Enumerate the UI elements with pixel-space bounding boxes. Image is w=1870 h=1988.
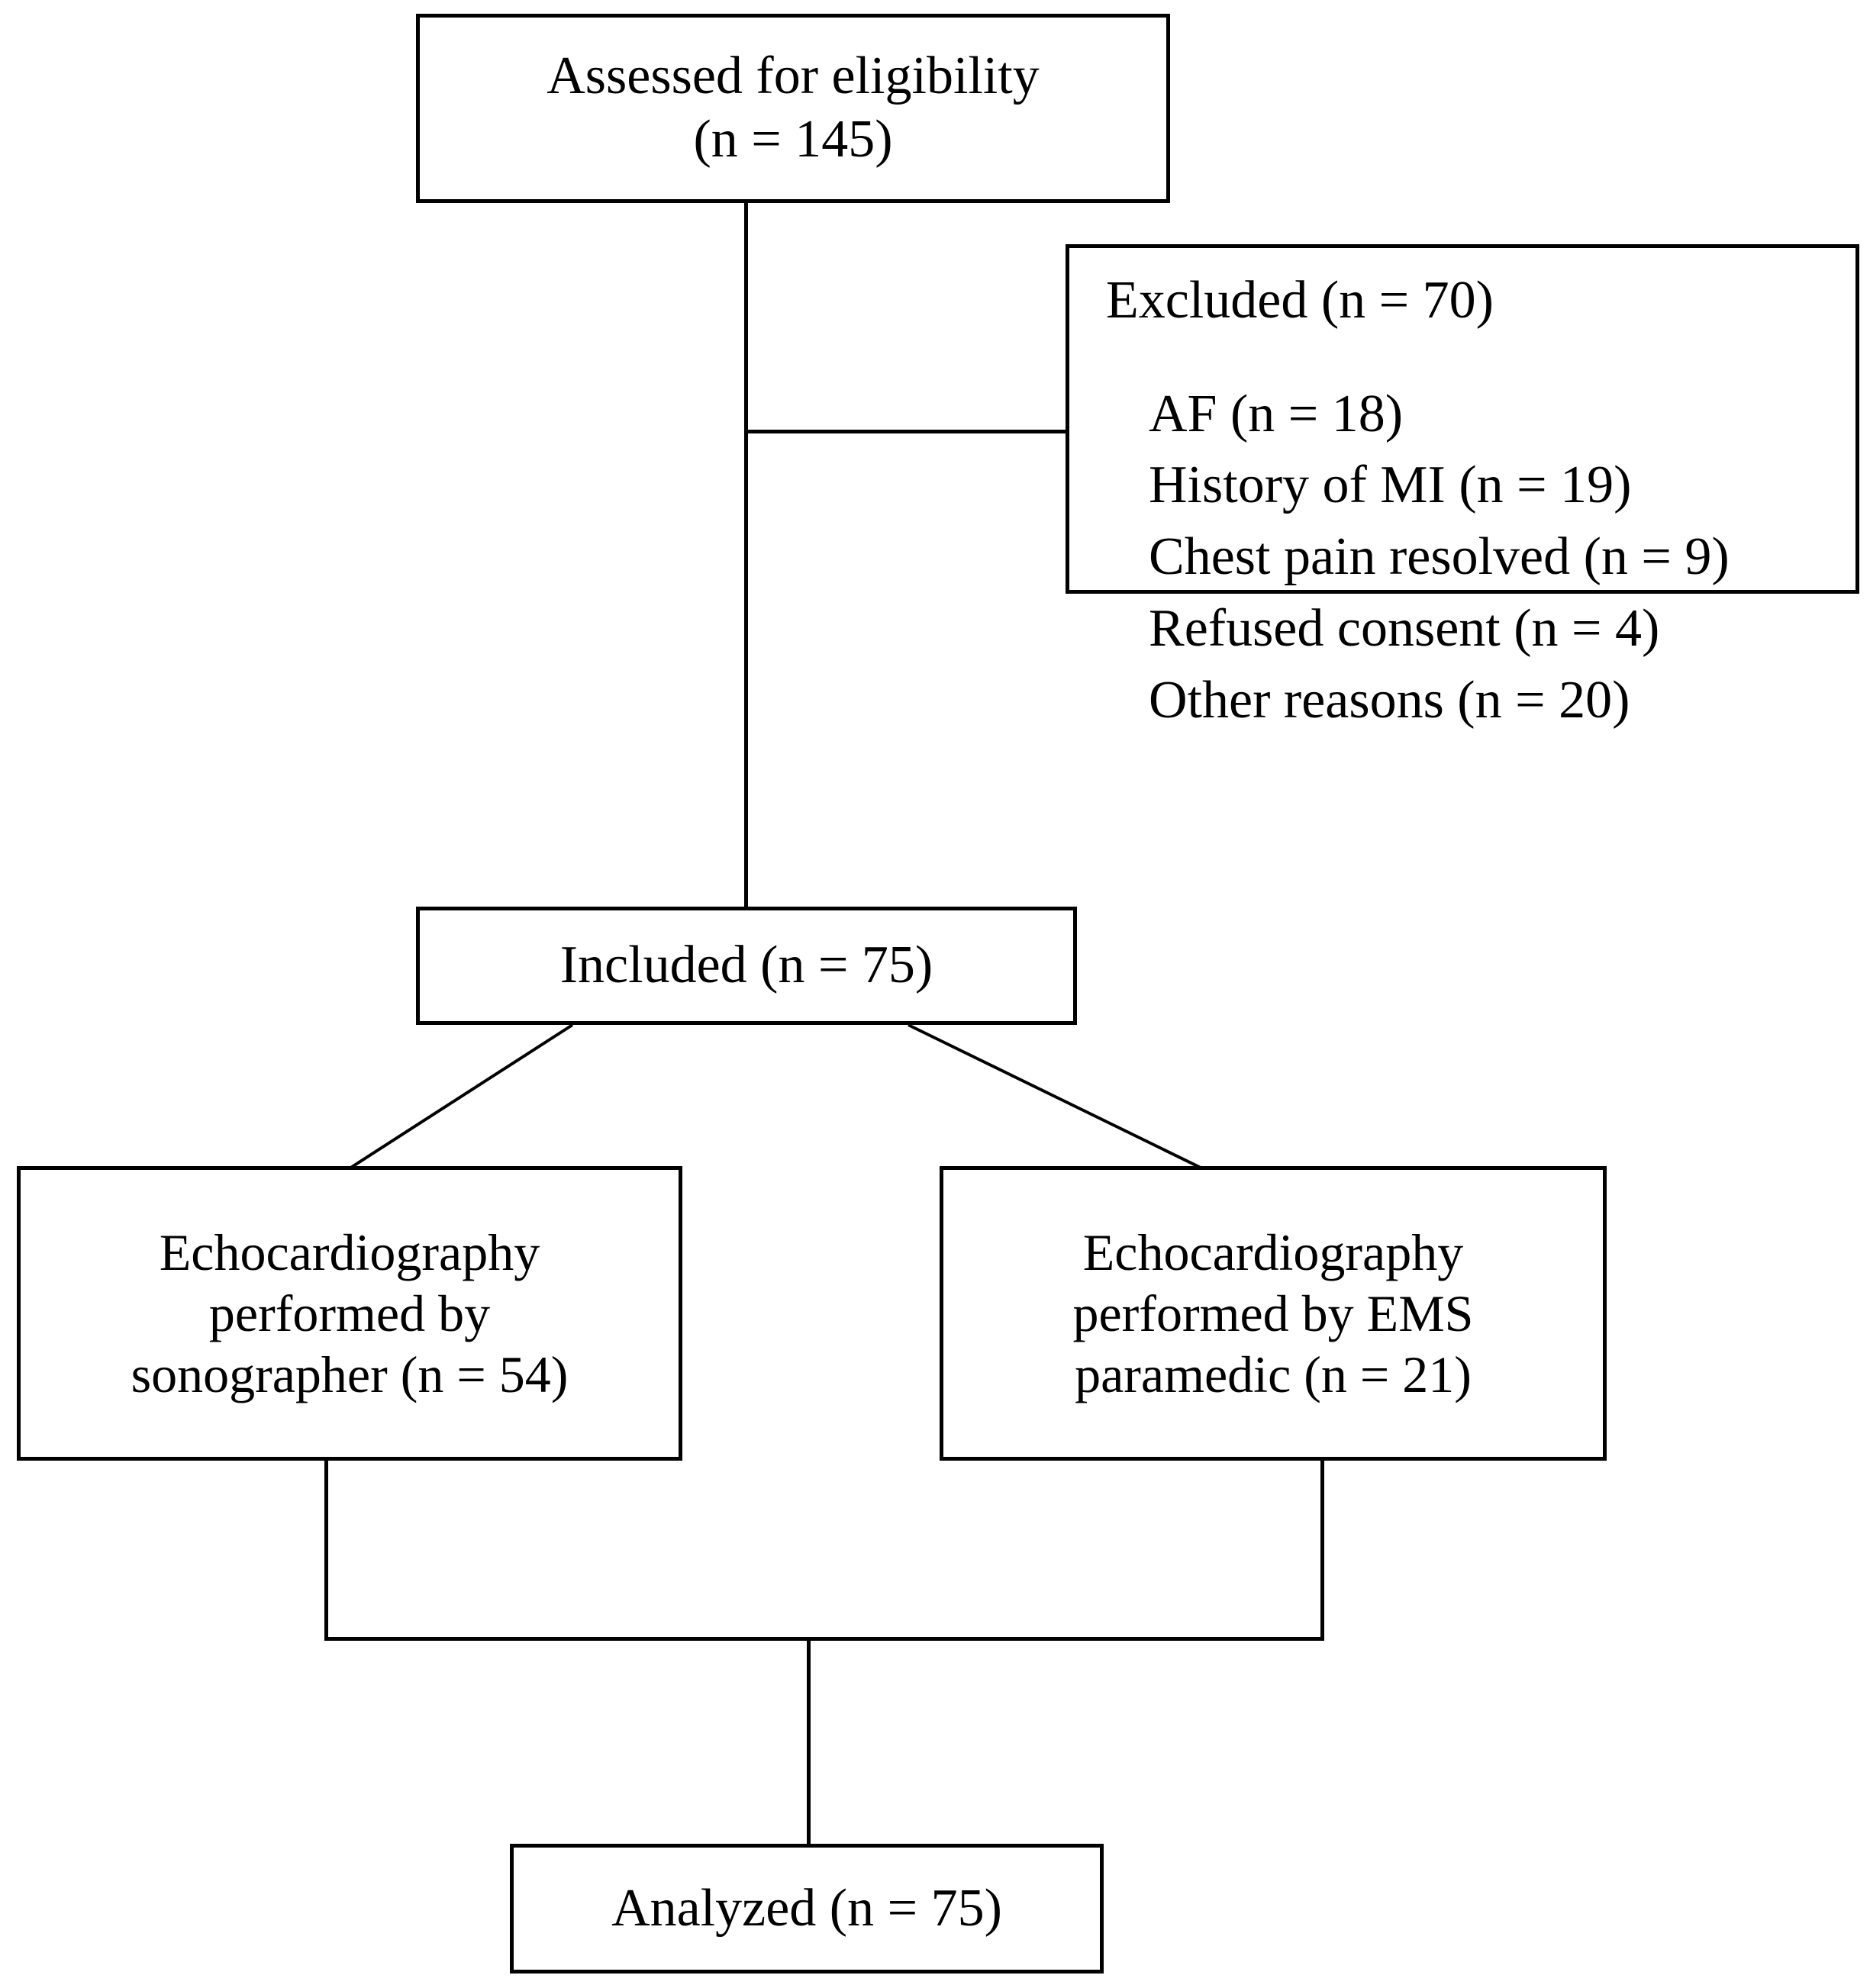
connector-assessed-to-included	[744, 201, 748, 909]
connector-trunk-to-excluded	[744, 430, 1068, 433]
node-assessed-label: Assessed for eligibility (n = 145)	[546, 47, 1040, 169]
connector-included-to-sonographer	[348, 1023, 574, 1170]
excluded-reason-item: History of MI (n = 19)	[1149, 456, 1632, 515]
node-assessed-for-eligibility: Assessed for eligibility (n = 145)	[416, 14, 1170, 203]
connector-merge-to-analyzed	[807, 1637, 811, 1846]
excluded-reason-list: AF (n = 18) History of MI (n = 19) Chest…	[1106, 379, 1855, 736]
connector-sonographer-drop	[324, 1458, 328, 1640]
connector-paramedic-drop	[1320, 1458, 1324, 1640]
node-echo-paramedic-label: Echocardiography performed by EMS parame…	[1072, 1223, 1474, 1404]
excluded-reason-item: Chest pain resolved (n = 9)	[1149, 527, 1730, 587]
node-analyzed: Analyzed (n = 75)	[510, 1844, 1104, 1974]
connector-merge-bar	[324, 1637, 1324, 1641]
excluded-reason-item: Other reasons (n = 20)	[1149, 670, 1630, 730]
node-included: Included (n = 75)	[416, 907, 1077, 1025]
node-echocardiography-paramedic: Echocardiography performed by EMS parame…	[940, 1166, 1607, 1461]
excluded-reason-item: Refused consent (n = 4)	[1149, 598, 1660, 658]
node-echocardiography-sonographer: Echocardiography performed by sonographe…	[17, 1166, 682, 1461]
node-excluded-heading: Excluded (n = 70)	[1106, 271, 1494, 330]
node-included-label: Included (n = 75)	[559, 936, 933, 995]
node-echo-sonographer-label: Echocardiography performed by sonographe…	[131, 1223, 569, 1404]
connector-included-to-paramedic	[908, 1023, 1203, 1170]
excluded-reason-item: AF (n = 18)	[1149, 384, 1404, 443]
node-analyzed-label: Analyzed (n = 75)	[611, 1878, 1002, 1938]
node-excluded: Excluded (n = 70) AF (n = 18) History of…	[1066, 244, 1859, 730]
